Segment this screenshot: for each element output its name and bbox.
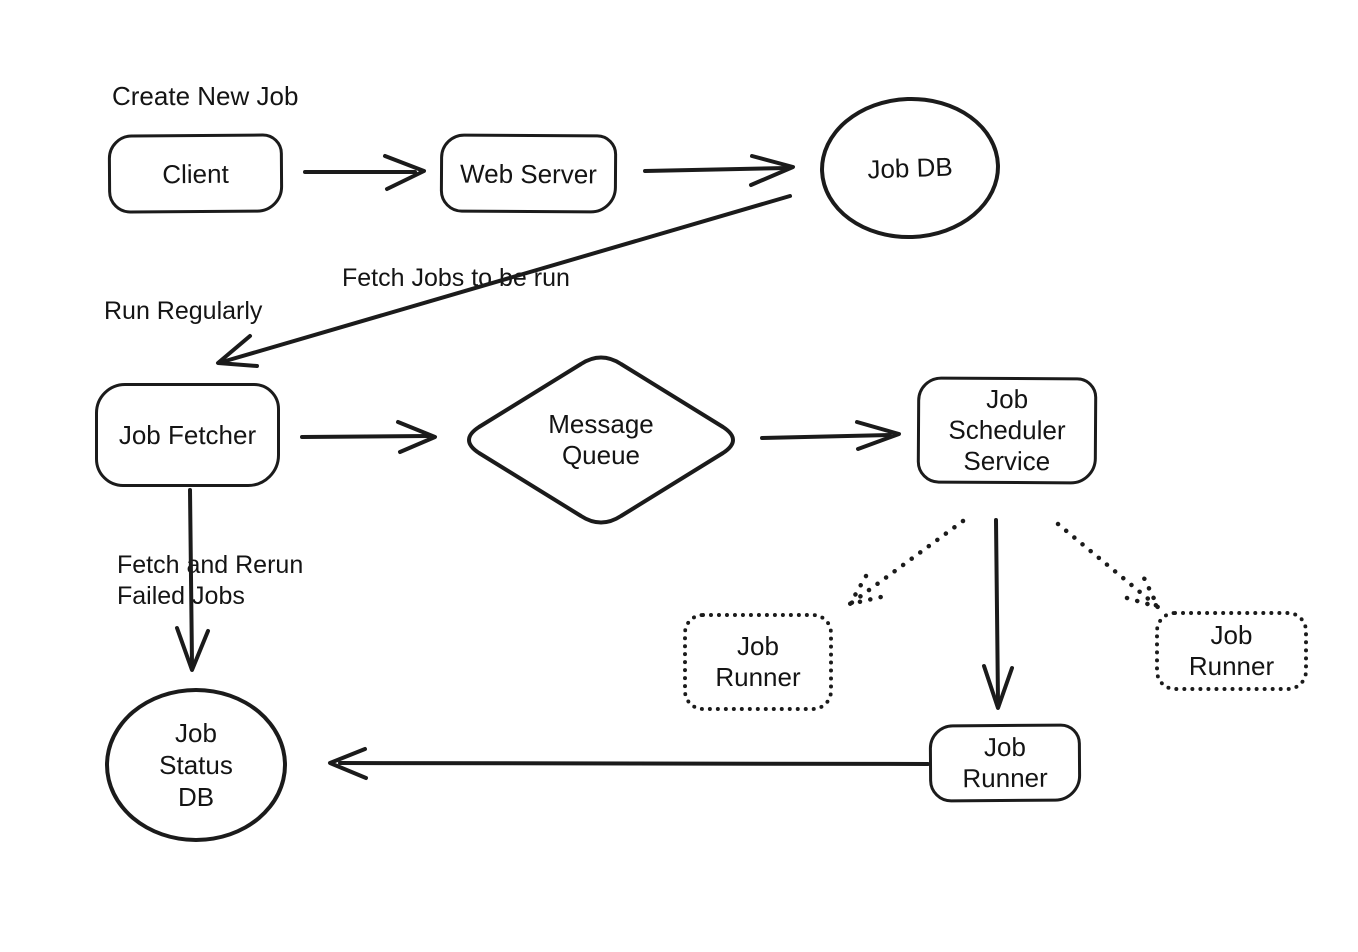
arrowhead-job-runner-bottom-to-job-status-db [328,747,368,780]
node-job-runner-right: Job Runner [1155,611,1308,691]
annotation-fetch-and-rerun: Fetch and Rerun Failed Jobs [117,551,304,610]
arrowhead-scheduler-to-job-runner-bottom [982,664,1014,710]
node-job-scheduler-service: Job Scheduler Service [916,376,1098,485]
node-job-runner-left: Job Runner [683,613,833,711]
arrowhead-web-server-to-job-db [749,154,795,187]
node-message-queue-label: Message Queue [548,409,654,470]
arrowhead-message-queue-to-scheduler [855,420,901,451]
arrowhead-scheduler-to-job-runner-left [847,573,884,607]
node-client-label: Client [162,158,229,189]
node-job-fetcher: Job Fetcher [95,383,280,487]
node-job-fetcher-label: Job Fetcher [118,420,257,450]
node-job-runner-bottom: Job Runner [928,723,1082,803]
node-job-runner-bottom-label: Job Runner [962,731,1048,794]
annotation-create-new-job: Create New Job [112,81,299,111]
node-web-server-label: Web Server [460,158,597,189]
arrowhead-client-to-web-server [383,154,426,191]
node-job-db-label: Job DB [866,151,954,185]
annotation-run-regularly: Run Regularly [104,297,263,325]
node-job-runner-right-label: Job Runner [1188,620,1275,681]
node-client: Client [107,133,284,214]
arrow-scheduler-to-job-runner-bottom [994,518,1000,704]
node-job-status-db-label: Job Status DB [159,718,233,812]
node-job-scheduler-service-label: Job Scheduler Service [948,383,1066,477]
arrow-job-runner-bottom-to-job-status-db [338,761,930,766]
arrowhead-scheduler-to-job-runner-right [1124,575,1161,610]
node-web-server: Web Server [439,133,618,214]
arrow-web-server-to-job-db [643,166,789,173]
node-message-queue: Message Queue [455,347,747,533]
arrow-scheduler-to-job-runner-left [847,518,966,607]
node-job-runner-left-label: Job Runner [715,631,801,692]
arrow-message-queue-to-scheduler [760,433,892,440]
arrowhead-job-fetcher-to-message-queue [396,420,437,454]
arrow-scheduler-to-job-runner-right [1055,521,1161,610]
node-job-status-db: Job Status DB [105,688,287,842]
arrow-job-fetcher-to-message-queue [300,434,430,439]
node-job-db: Job DB [817,93,1003,243]
arrowhead-job-db-to-job-fetcher [216,334,259,368]
arrowhead-job-fetcher-to-job-status-db [175,626,210,672]
annotation-fetch-jobs-to-be-run: Fetch Jobs to be run [342,264,570,292]
